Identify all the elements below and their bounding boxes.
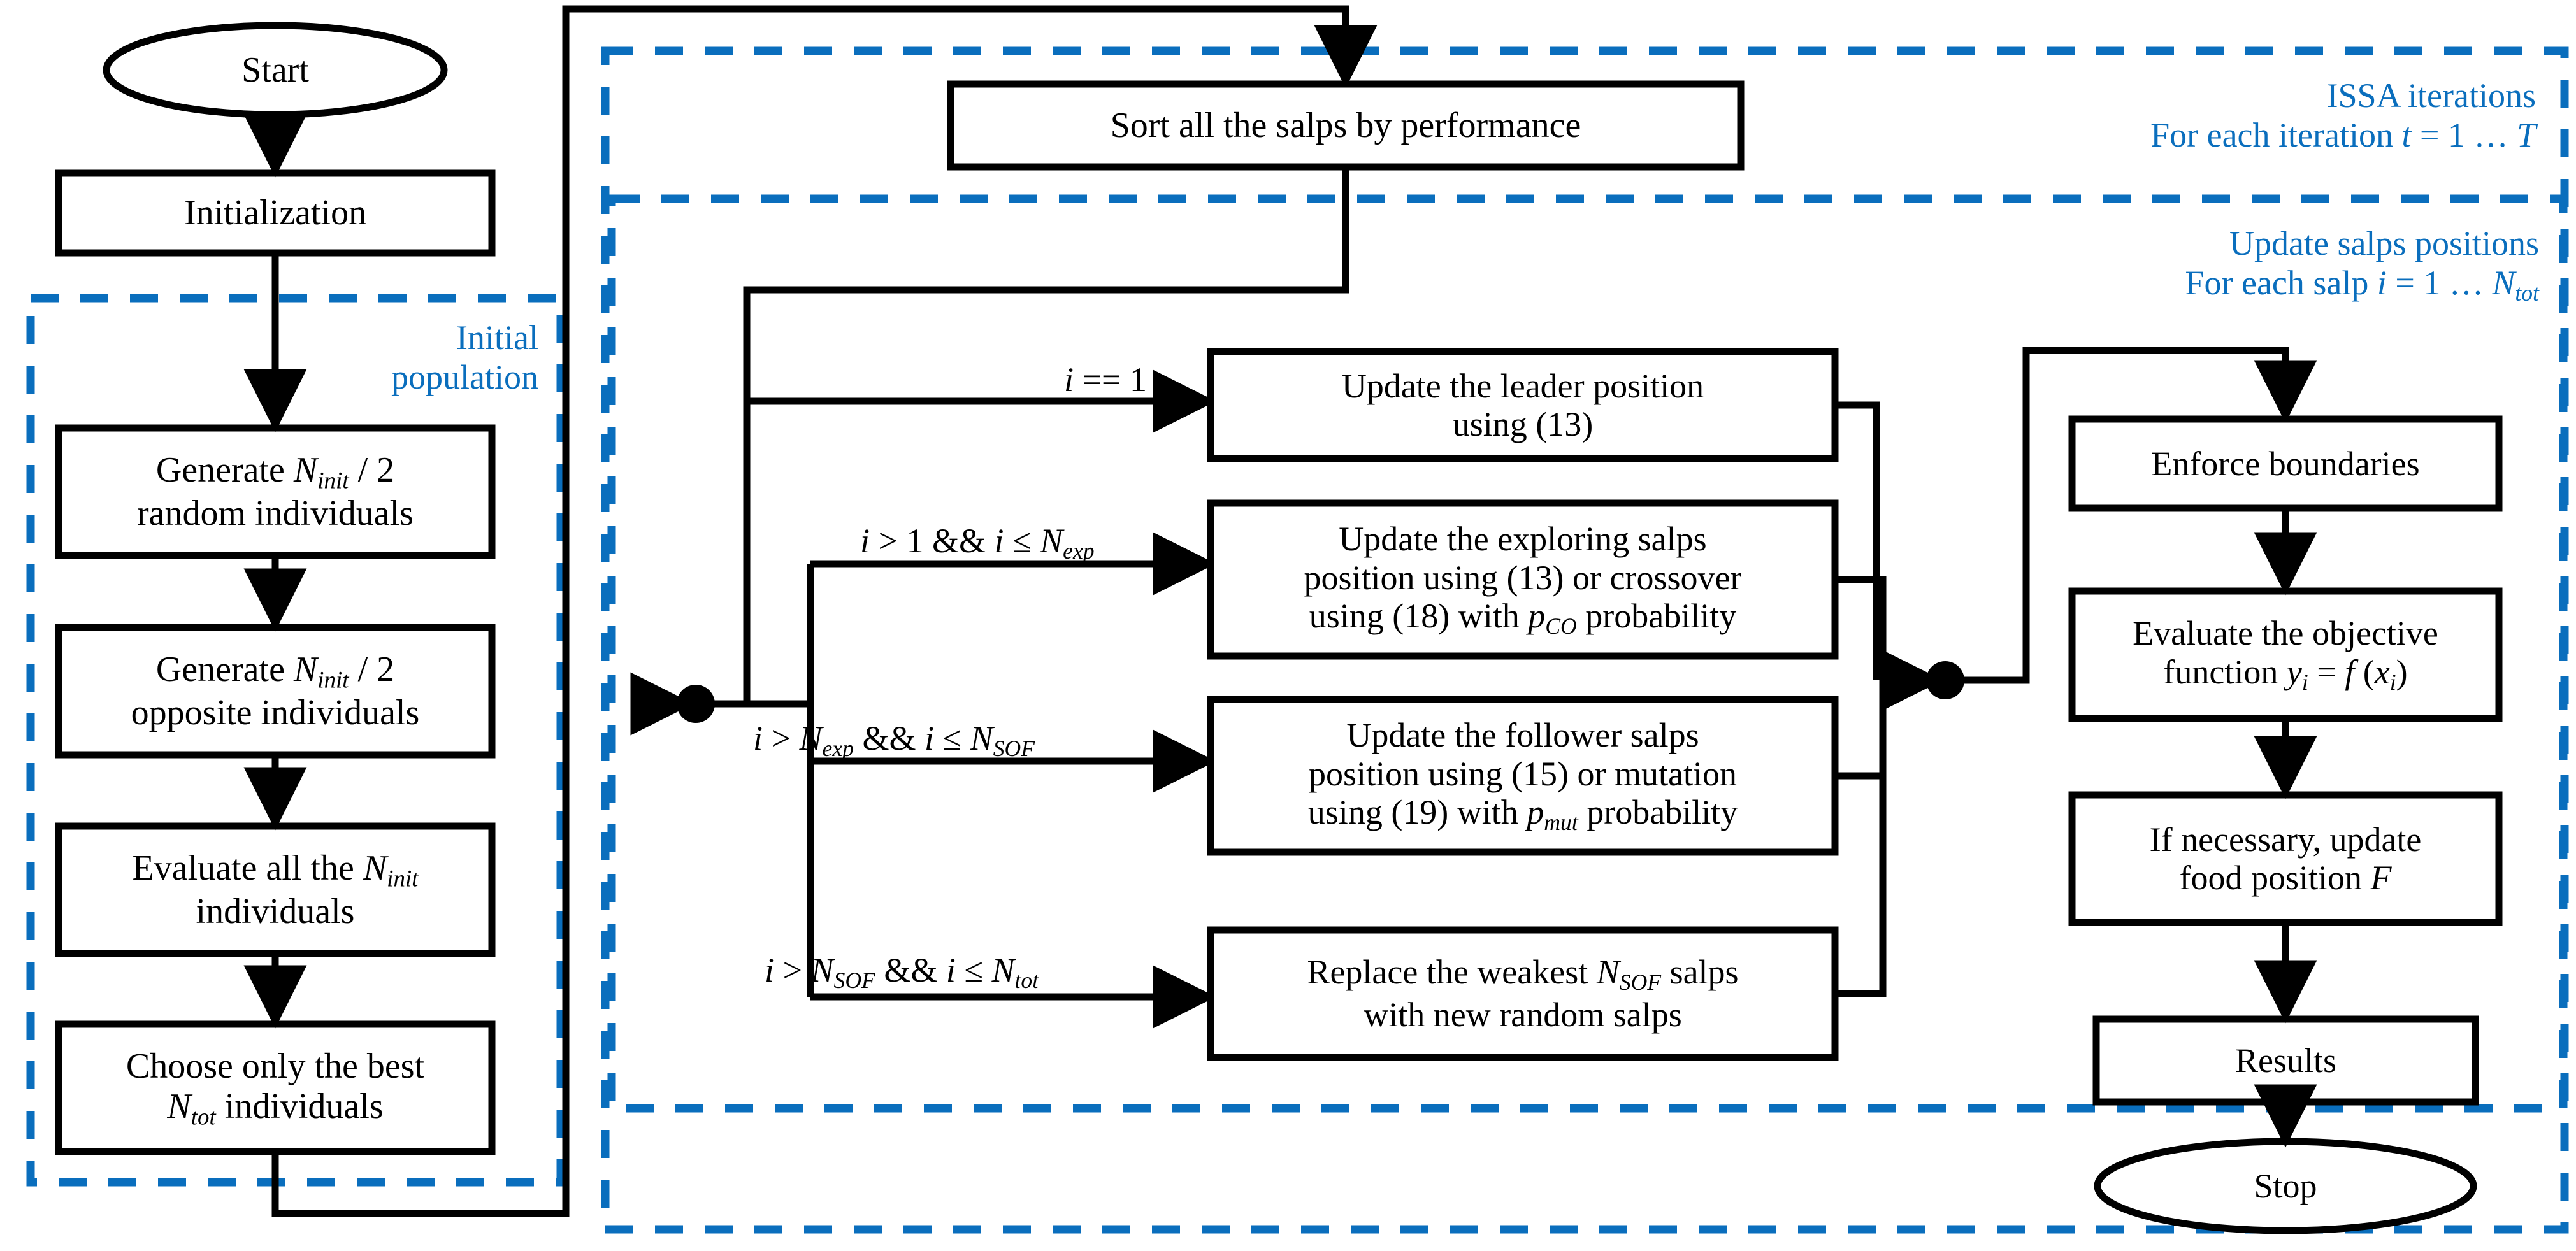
group-label-initial-population: Initial population [274, 318, 538, 397]
issa-iterations-line1: ISSA iterations [2326, 76, 2536, 115]
node-generate-opposite-shape [55, 624, 496, 759]
node-sort-salps-shape [947, 80, 1745, 171]
edge-label-cond-follower: i > Nexp && i ≤ NSOF [753, 719, 1035, 761]
edge-merge-leader [1835, 401, 1880, 680]
node-replace-weakest-shape [1207, 926, 1839, 1061]
node-update-follower-shape [1207, 696, 1839, 856]
group-frame-initial-population [26, 294, 565, 1187]
edge-choose-best-to-sort-salps [271, 5, 1378, 1217]
node-generate-random-shape [55, 424, 496, 559]
group-label-update-positions: Update salps positions For each salp i =… [1720, 224, 2539, 306]
node-stop-shape [2094, 1138, 2477, 1234]
edge-label-cond-exploring: i > 1 && i ≤ Nexp [860, 522, 1095, 564]
node-evaluate-objective-shape [2068, 587, 2503, 722]
edge-merge-replace [1835, 680, 1887, 997]
issa-iterations-line2: For each iteration t = 1 … T [2150, 115, 2536, 154]
node-update-exploring-shape [1207, 499, 1839, 660]
node-evaluate-all-shape [55, 822, 496, 957]
edge-label-cond-replace: i > NSOF && i ≤ Ntot [765, 951, 1039, 993]
node-choose-best-shape [55, 1020, 496, 1155]
edge-label-cond-leader: i == 1 [1064, 361, 1147, 399]
edge-collector-to-enforce [1945, 347, 2317, 684]
node-initialization-shape [55, 169, 496, 257]
edge-merge-exploring [1835, 576, 1887, 680]
node-update-food-shape [2068, 791, 2503, 926]
node-start-shape [103, 22, 448, 118]
initial-population-line1: Initial [456, 318, 538, 357]
group-frame-update-positions [607, 194, 2568, 1113]
node-update-leader-shape [1207, 348, 1839, 462]
update-positions-line2: For each salp i = 1 … Ntot [2185, 263, 2539, 306]
node-results-shape [2092, 1015, 2479, 1106]
update-positions-line1: Update salps positions [2229, 224, 2539, 262]
node-enforce-boundaries-shape [2068, 415, 2503, 512]
edge-merge-follower [1835, 680, 1887, 780]
group-label-issa-iterations: ISSA iterations For each iteration t = 1… [1784, 76, 2536, 155]
initial-population-line2: population [391, 357, 538, 396]
